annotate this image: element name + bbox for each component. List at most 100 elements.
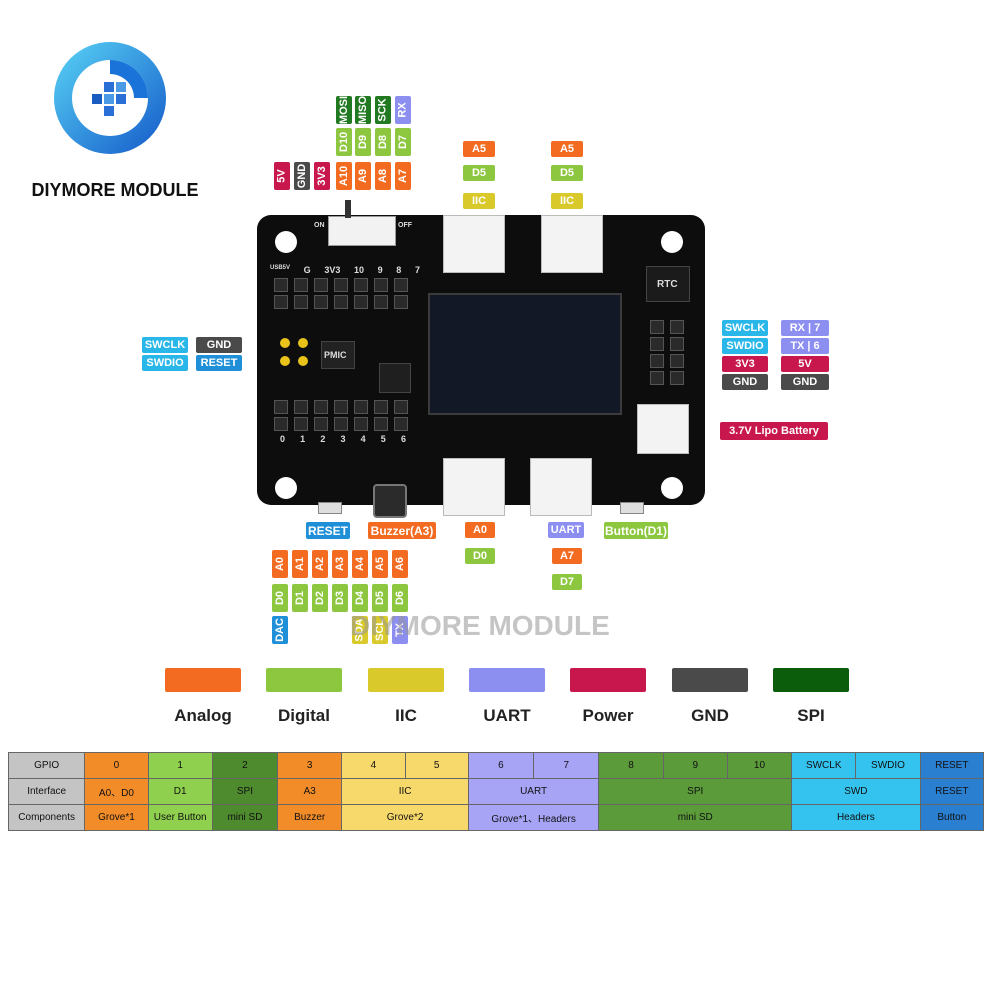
silk-3v3: 3V3 xyxy=(324,265,341,275)
gpio-cell: 0 xyxy=(84,752,149,779)
interface-cell: A0、D0 xyxy=(84,778,149,805)
legend-label-digital: Digital xyxy=(278,706,330,725)
grove-connector-bottom-right[interactable] xyxy=(530,458,592,516)
pin-label-rx: RX xyxy=(395,96,411,124)
tag-swclk-right: SWCLK xyxy=(722,320,768,336)
silk-8: 8 xyxy=(396,265,402,275)
legend-label-spi: SPI xyxy=(797,706,825,725)
legend-swatch-power xyxy=(570,668,646,692)
grove-tl-iic: IIC xyxy=(463,193,495,209)
interface-cell: UART xyxy=(467,778,600,805)
table-row: Interface A0、D0 D1 SPI A3 IIC UART SPI S… xyxy=(7,778,985,805)
pin-label-d1: D1 xyxy=(292,584,308,612)
component-cell: Buzzer xyxy=(277,804,343,831)
tag-3v3-right: 3V3 xyxy=(722,356,768,372)
silk-0: 0 xyxy=(280,434,286,444)
pin-label-a4: A4 xyxy=(352,550,368,578)
grove-bl-d0: D0 xyxy=(465,548,495,564)
grove-tl-d5: D5 xyxy=(463,165,495,181)
silk-9: 9 xyxy=(377,265,383,275)
pin-header-right xyxy=(650,320,687,385)
silk-6: 6 xyxy=(400,434,406,444)
tag-gnd-left: GND xyxy=(196,337,242,353)
pin-label-d3: D3 xyxy=(332,584,348,612)
pin-label-gnd-top: GND xyxy=(294,162,310,190)
silk-3: 3 xyxy=(340,434,346,444)
gpio-cell: SWDIO xyxy=(855,752,921,779)
pin-label-d10: D10 xyxy=(336,128,352,156)
rtc-chip xyxy=(646,266,690,302)
gpio-cell: 8 xyxy=(598,752,664,779)
component-cell: mini SD xyxy=(598,804,793,831)
component-cell: mini SD xyxy=(211,804,279,831)
legend-label-gnd: GND xyxy=(691,706,729,725)
pin-label-scl: SCL xyxy=(372,616,388,644)
interface-cell: RESET xyxy=(919,778,985,805)
pin-label-a0: A0 xyxy=(272,550,288,578)
gpio-cell: 6 xyxy=(467,752,535,779)
silk-g: G xyxy=(303,265,311,275)
pin-header-top xyxy=(274,278,411,309)
grove-connector-top-left[interactable] xyxy=(443,215,505,273)
lcd-screen xyxy=(428,293,622,415)
silk-off: OFF xyxy=(398,222,412,229)
silk-rtc: RTC xyxy=(657,279,678,290)
pin-label-sck: SCK xyxy=(375,96,391,124)
reset-button[interactable] xyxy=(318,502,342,514)
component-cell: Grove*2 xyxy=(341,804,469,831)
pin-label-d0: D0 xyxy=(272,584,288,612)
grove-tr-d5: D5 xyxy=(551,165,583,181)
mount-hole xyxy=(275,477,297,499)
header-bottom-silk: 0 1 2 3 4 5 6 xyxy=(280,434,406,444)
mount-hole xyxy=(275,231,297,253)
brand-name: DIYMORE MODULE xyxy=(31,180,199,200)
tag-rx7: RX | 7 xyxy=(781,320,829,336)
pin-label-a6: A6 xyxy=(392,550,408,578)
silk-7: 7 xyxy=(414,265,420,275)
component-cell: Headers xyxy=(791,804,921,831)
pin-label-3v3-top: 3V3 xyxy=(314,162,330,190)
interface-cell: SWD xyxy=(791,778,921,805)
silk-2: 2 xyxy=(320,434,326,444)
tag-5v-right: 5V xyxy=(781,356,829,372)
silk-on: ON xyxy=(314,222,325,229)
grove-connector-bottom-left[interactable] xyxy=(443,458,505,516)
grove-br-uart: UART xyxy=(548,522,584,538)
table-row: Components Grove*1 User Button mini SD B… xyxy=(7,804,985,831)
pin-label-d2: D2 xyxy=(312,584,328,612)
row-label-gpio: GPIO xyxy=(7,752,86,779)
mount-hole xyxy=(661,477,683,499)
pin-label-miso: MISO xyxy=(355,95,371,125)
mount-hole xyxy=(661,231,683,253)
tag-swdio-right: SWDIO xyxy=(722,338,768,354)
table-row: GPIO 0 1 2 3 4 5 6 7 8 9 10 SWCLK SWDIO … xyxy=(7,752,985,779)
pin-header-bottom xyxy=(274,400,411,431)
power-switch[interactable] xyxy=(328,216,396,246)
gpio-cell: 3 xyxy=(277,752,343,779)
pmic-chip xyxy=(321,341,355,369)
legend-label-analog: Analog xyxy=(174,706,232,725)
pin-label-tx: TX xyxy=(392,616,408,644)
legend-label-iic: IIC xyxy=(395,706,417,725)
tag-battery: 3.7V Lipo Battery xyxy=(720,422,828,440)
row-label-interface: Interface xyxy=(7,778,86,805)
user-button[interactable] xyxy=(620,502,644,514)
legend-swatch-gnd xyxy=(672,668,748,692)
pin-label-a3: A3 xyxy=(332,550,348,578)
pin-label-a8: A8 xyxy=(375,162,391,190)
watermark: DIYMORE MODULE xyxy=(350,610,610,641)
pin-label-d8: D8 xyxy=(375,128,391,156)
legend-label-power: Power xyxy=(582,706,634,725)
silk-5: 5 xyxy=(380,434,386,444)
tag-tx6: TX | 6 xyxy=(781,338,829,354)
grove-tr-a5: A5 xyxy=(551,141,583,157)
gpio-cell: 7 xyxy=(533,752,600,779)
interface-cell: IIC xyxy=(341,778,469,805)
battery-connector[interactable] xyxy=(637,404,689,454)
component-cell: Button xyxy=(919,804,985,831)
pin-label-d4: D4 xyxy=(352,584,368,612)
grove-connector-top-right[interactable] xyxy=(541,215,603,273)
interface-cell: A3 xyxy=(277,778,343,805)
logo-mark-icon xyxy=(54,42,166,154)
pin-label-a10: A10 xyxy=(336,162,352,190)
